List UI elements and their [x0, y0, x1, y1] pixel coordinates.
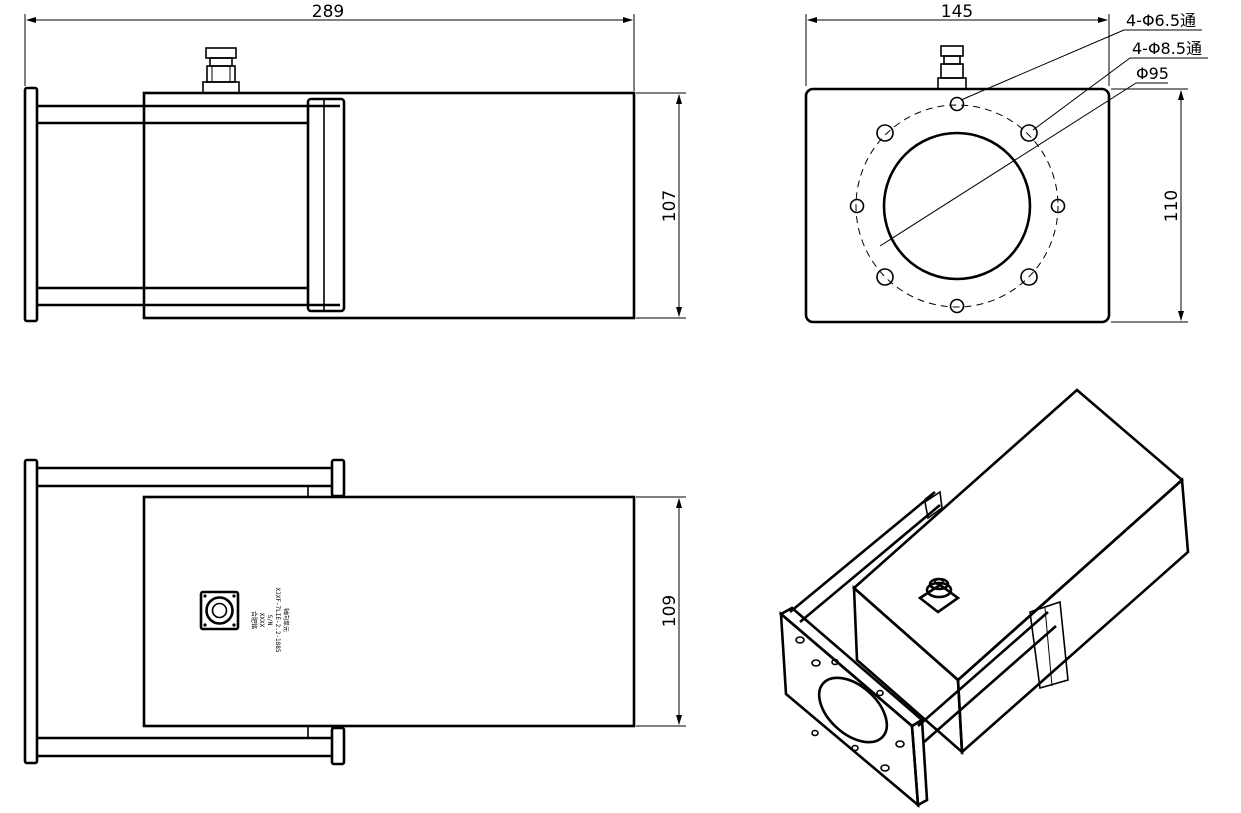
- callout-holes-large: 4-Φ8.5通: [1132, 39, 1202, 58]
- main-body: [142, 495, 636, 728]
- n-connector: [202, 47, 240, 94]
- top-view: 轴向单元 XJXF-7LIE-2.2-1885 S/N XXXX 合肥铭 109: [23, 458, 686, 766]
- callout-leader-1: [960, 29, 1125, 101]
- side-height-dimension: 110: [1162, 190, 1182, 222]
- front-width-dimension: 289: [312, 2, 344, 22]
- central-bore: [882, 131, 1032, 281]
- product-label: 轴向单元 XJXF-7LIE-2.2-1885 S/N XXXX 合肥铭: [250, 587, 290, 652]
- mount-hole-large: [876, 268, 894, 286]
- rail-clamp-iso: [1029, 600, 1069, 690]
- label-line-2: XJXF-7LIE-2.2-1885: [274, 587, 281, 652]
- n-connector: [937, 45, 967, 90]
- label-line-5: 合肥铭: [250, 611, 258, 629]
- box-side-face: [956, 477, 1190, 755]
- callout-leader-2: [1032, 57, 1131, 131]
- box-end-face: [852, 585, 964, 756]
- flange-plate: [23, 458, 39, 765]
- side-width-dimension: 145: [941, 2, 973, 22]
- front-view: 289 107: [23, 2, 686, 323]
- label-line-3: S/N: [266, 615, 273, 626]
- rail-clamp: [306, 97, 346, 313]
- flange-plate: [23, 86, 39, 323]
- rail-end-upper: [924, 490, 943, 520]
- mount-hole-small: [1050, 198, 1066, 214]
- main-body: [142, 91, 636, 320]
- callout-holes-small: 4-Φ6.5通: [1126, 11, 1196, 30]
- callout-bore-diameter: Φ95: [1136, 64, 1169, 83]
- side-view: 4-Φ6.5通 4-Φ8.5通 Φ95 145 110: [804, 2, 1208, 324]
- mount-hole-small: [949, 96, 965, 112]
- bore-iso: [817, 676, 889, 744]
- rail-end-top: [330, 458, 346, 498]
- mount-hole-large: [1020, 124, 1038, 142]
- label-line-1: 轴向单元: [282, 608, 290, 632]
- isometric-view: [778, 388, 1190, 808]
- n-connector-top: [199, 590, 240, 631]
- callout-leader-3: [879, 82, 1137, 247]
- rail-end-bottom: [330, 726, 346, 766]
- mount-hole-large: [1020, 268, 1038, 286]
- n-connector-iso: [917, 577, 961, 614]
- mount-hole-small: [949, 298, 965, 314]
- top-height-dimension: 109: [660, 595, 680, 627]
- bolt-circle: [855, 104, 1059, 308]
- mount-hole-small: [849, 198, 865, 214]
- mount-hole-large: [876, 124, 894, 142]
- label-line-4: XXXX: [258, 613, 265, 628]
- front-height-dimension: 107: [660, 190, 680, 222]
- flange-face: [804, 87, 1111, 324]
